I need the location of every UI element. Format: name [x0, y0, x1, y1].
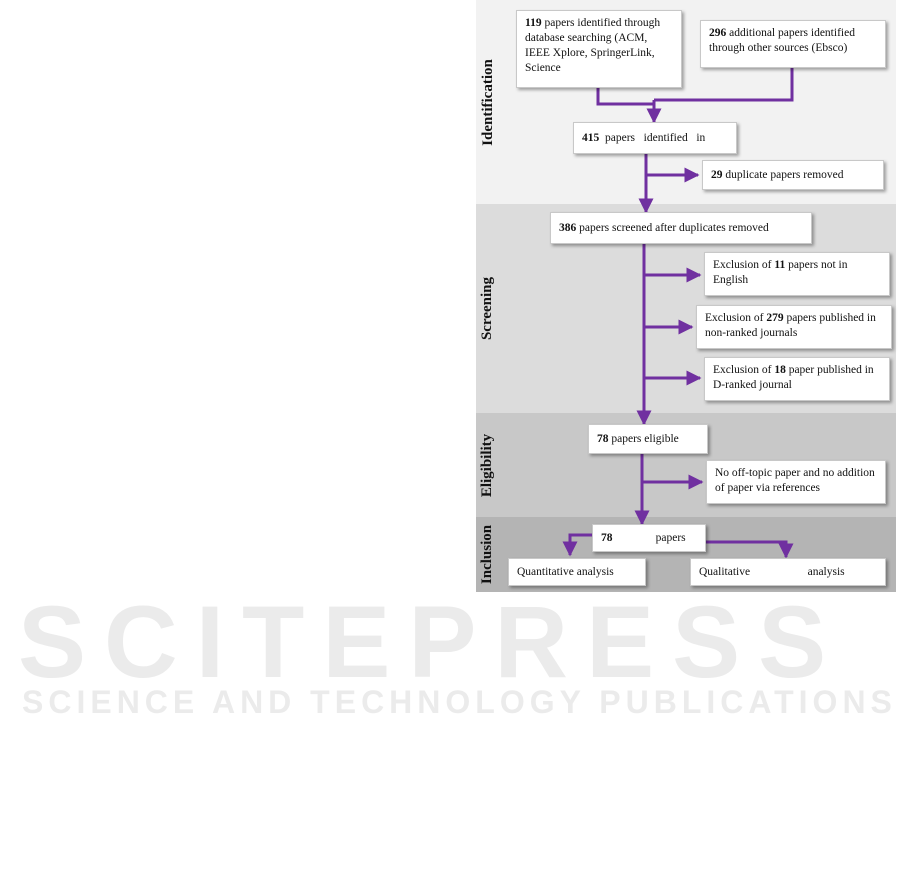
box-quantitative-analysis: Quantitative analysis [508, 558, 646, 586]
watermark-subtitle: SCIENCE AND TECHNOLOGY PUBLICATIONS [22, 684, 897, 720]
arrow-to-qual [706, 540, 794, 559]
box-other-sources: 296 additional papers identified through… [700, 20, 886, 68]
box-qualitative-analysis: Qualitative analysis [690, 558, 886, 586]
box-offtopic: No off-topic paper and no addition of pa… [706, 460, 886, 504]
watermark-title: SCITEPRESS [18, 585, 845, 699]
box-included: 78 papers [592, 524, 706, 552]
box-identified: 415 papers identified in [573, 122, 737, 154]
arrow-to-quant [562, 533, 592, 557]
arrow-db-to-merge [596, 88, 654, 106]
box-exclusion-english: Exclusion of 11 papers not in English [704, 252, 890, 296]
box-database-search: 119 papers identified through database s… [516, 10, 682, 88]
box-screened: 386 papers screened after duplicates rem… [550, 212, 812, 244]
box-exclusion-nonranked: Exclusion of 279 papers published in non… [696, 305, 892, 349]
box-duplicates-removed: 29 duplicate papers removed [702, 160, 884, 190]
box-eligible: 78 papers eligible [588, 424, 708, 454]
box-exclusion-dranked: Exclusion of 18 paper published in D-ran… [704, 357, 890, 401]
arrow-other-to-merge [654, 68, 794, 102]
